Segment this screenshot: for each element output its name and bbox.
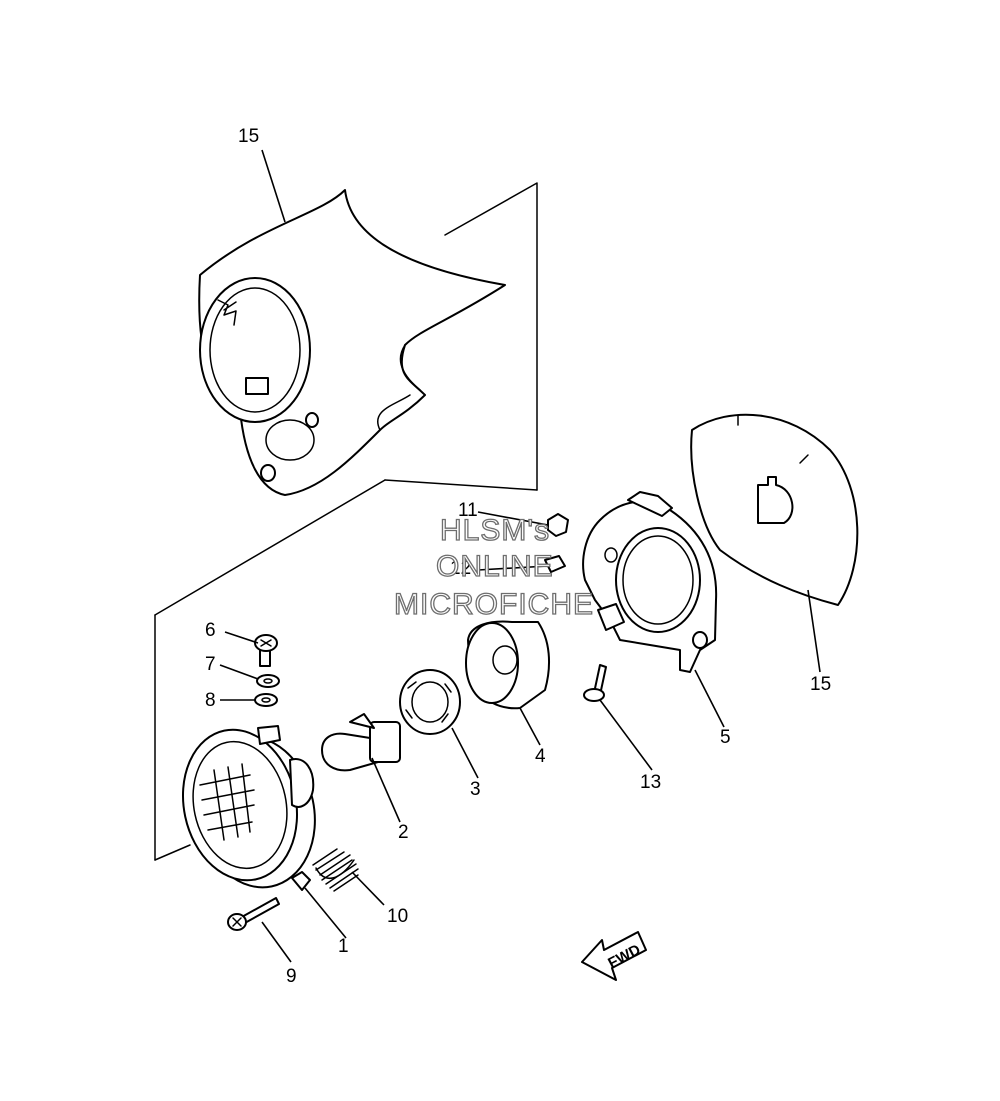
callout-4: 4	[535, 746, 546, 767]
adjusting-screw	[227, 897, 280, 931]
watermark-line-1: HLSM's	[440, 514, 550, 547]
callout-7: 7	[205, 654, 216, 675]
headlight-unit	[181, 725, 316, 891]
callout-13: 13	[640, 772, 661, 793]
callout-5: 5	[720, 727, 731, 748]
callout-2: 2	[398, 822, 409, 843]
callout-10: 10	[387, 906, 408, 927]
fwd-arrow-icon: FWD	[581, 931, 647, 981]
callout-6: 6	[205, 620, 216, 641]
plain-washer	[254, 693, 278, 707]
callout-14: 15	[238, 126, 259, 147]
clip	[544, 555, 566, 573]
headlight-cowl	[198, 189, 506, 496]
headlight-bracket	[582, 491, 718, 673]
clip-nut	[547, 513, 569, 537]
bracket-screw	[583, 664, 607, 702]
headlight-bulb	[321, 713, 401, 772]
callout-15: 15	[810, 674, 831, 695]
lock-washer	[256, 674, 280, 688]
callout-11: 11	[458, 500, 478, 521]
callout-9: 9	[286, 966, 297, 987]
callouts: 15 11 12 6 7 8 1 2 3 4 5 13 15 10 9	[205, 126, 831, 987]
retaining-ring	[399, 669, 461, 735]
watermark: HLSM's ONLINE MICROFICHE	[393, 513, 594, 621]
assembly-boundary	[154, 182, 538, 861]
cover-plate	[690, 413, 859, 606]
callout-1: 1	[338, 936, 349, 957]
mount-bolt	[254, 634, 278, 667]
callout-8: 8	[205, 690, 216, 711]
watermark-line-3: MICROFICHE	[394, 588, 594, 621]
socket-cover	[465, 620, 550, 710]
watermark-line-2: ONLINE	[436, 550, 554, 583]
callout-3: 3	[470, 779, 481, 800]
callout-12: 12	[450, 558, 471, 579]
adjusting-spring	[312, 848, 359, 892]
leader-lines	[219, 149, 821, 963]
